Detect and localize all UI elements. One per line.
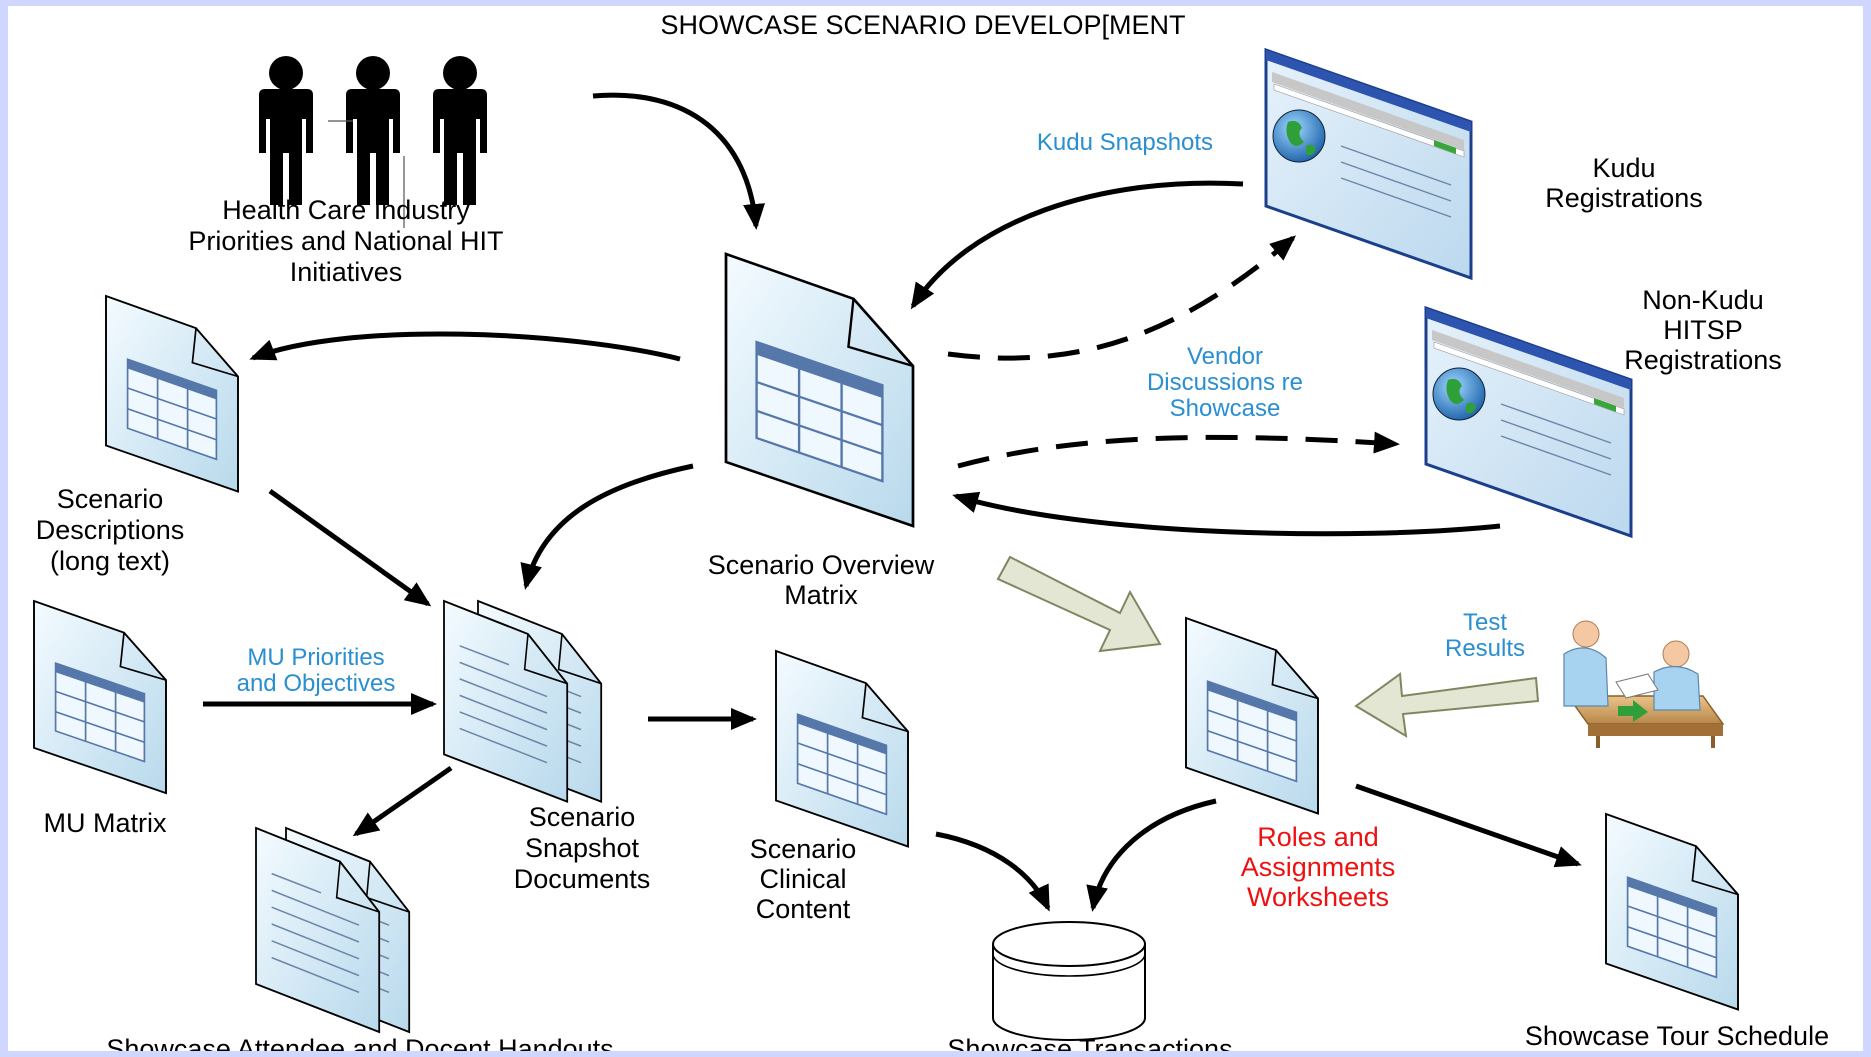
mu-priorities-label-line-1: MU Priorities <box>247 644 384 671</box>
overview-label-line-2: Matrix <box>784 580 858 610</box>
overview-label-line-1: Scenario Overview <box>708 550 935 580</box>
roles-label-line-1: Roles and <box>1257 822 1379 852</box>
clinical-label-line-1: Scenario <box>750 834 857 864</box>
test-meeting-icon <box>1563 620 1725 748</box>
handouts-label: Showcase Attendee and Docent Handouts <box>106 1034 613 1051</box>
block-arrow-overview-to-roles-shape <box>996 555 1162 653</box>
scenario-overview-matrix-doc-icon <box>724 252 915 528</box>
edge-snapshot-to-handouts <box>352 765 453 837</box>
descriptions-label-line-1: Scenario <box>57 484 164 514</box>
edge-overview-to-nonkudu <box>957 431 1400 469</box>
test-results-label-line-2: Results <box>1445 635 1525 662</box>
diagram-svg: SHOWCASE SCENARIO DEVELOP[MENT Health Car… <box>33 10 1829 1051</box>
people-icon <box>259 56 487 228</box>
vendor-label-line-2: Discussions re <box>1147 369 1303 396</box>
snapshot-label-line-1: Scenario <box>529 802 636 832</box>
mu-matrix-label: MU Matrix <box>44 808 167 838</box>
transactions-label: Showcase Transactions <box>947 1034 1232 1051</box>
nonkudu-label-line-3: Registrations <box>1624 345 1782 375</box>
handouts-docs-icon <box>255 827 411 1033</box>
descriptions-label-line-2: Descriptions <box>36 515 185 545</box>
edge-clinical-to-transactions <box>935 831 1051 912</box>
mu-matrix-doc-icon <box>33 600 167 795</box>
edge-overview-to-kudu <box>947 235 1297 361</box>
scenario-descriptions-doc-icon <box>105 295 239 493</box>
nonkudu-label-line-2: HITSP <box>1663 315 1743 345</box>
snapshot-label-line-2: Snapshot <box>525 833 640 863</box>
edge-kudu-to-overview <box>910 180 1244 310</box>
kudu-screen-icon <box>1264 48 1473 280</box>
industry-label-line-3: Initiatives <box>290 257 403 287</box>
edge-descriptions-to-snapshot <box>268 488 432 607</box>
edges <box>203 92 1582 912</box>
diagram-title: SHOWCASE SCENARIO DEVELOP[MENT <box>660 10 1185 40</box>
edge-overview-to-descriptions <box>249 331 681 362</box>
nonkudu-screen-icon <box>1424 306 1633 538</box>
edge-roles-to-transactions <box>1086 798 1217 912</box>
edge-roles-to-tour <box>1355 783 1582 868</box>
block-arrow-results-to-roles <box>1354 672 1540 738</box>
mu-priorities-label-line-2: and Objectives <box>237 670 396 697</box>
test-results-label-line-1: Test <box>1463 609 1507 636</box>
labels: SHOWCASE SCENARIO DEVELOP[MENT Health Car… <box>36 10 1829 1051</box>
snapshot-docs-icon <box>443 600 603 803</box>
roles-worksheets-doc-icon <box>1185 617 1319 815</box>
vendor-label-line-3: Showcase <box>1170 395 1281 422</box>
kudu-label-line-2: Registrations <box>1545 183 1703 213</box>
transactions-database-icon <box>992 921 1146 1041</box>
tour-schedule-doc-icon <box>1605 813 1739 1011</box>
nonkudu-label-line-1: Non-Kudu <box>1642 285 1764 315</box>
clinical-content-doc-icon <box>775 650 909 848</box>
industry-label-line-2: Priorities and National HIT <box>188 226 503 256</box>
clinical-label-line-3: Content <box>756 894 851 924</box>
kudu-label-line-1: Kudu <box>1592 153 1655 183</box>
diagram-canvas: SHOWCASE SCENARIO DEVELOP[MENT Health Car… <box>8 6 1863 1051</box>
clinical-label-line-2: Clinical <box>759 864 846 894</box>
edge-overview-to-snapshot <box>520 463 694 590</box>
roles-label-line-2: Assignments <box>1241 852 1396 882</box>
descriptions-label-line-3: (long text) <box>50 546 170 576</box>
roles-label-line-3: Worksheets <box>1247 882 1389 912</box>
snapshot-label-line-3: Documents <box>514 864 651 894</box>
industry-label-line-1: Health Care Industry <box>222 195 470 225</box>
vendor-label-line-1: Vendor <box>1187 343 1263 370</box>
edge-nonkudu-to-overview <box>952 491 1501 537</box>
edge-industry-to-overview <box>592 92 765 230</box>
tour-label: Showcase Tour Schedule <box>1525 1021 1829 1051</box>
kudu-snapshots-label: Kudu Snapshots <box>1037 129 1213 156</box>
